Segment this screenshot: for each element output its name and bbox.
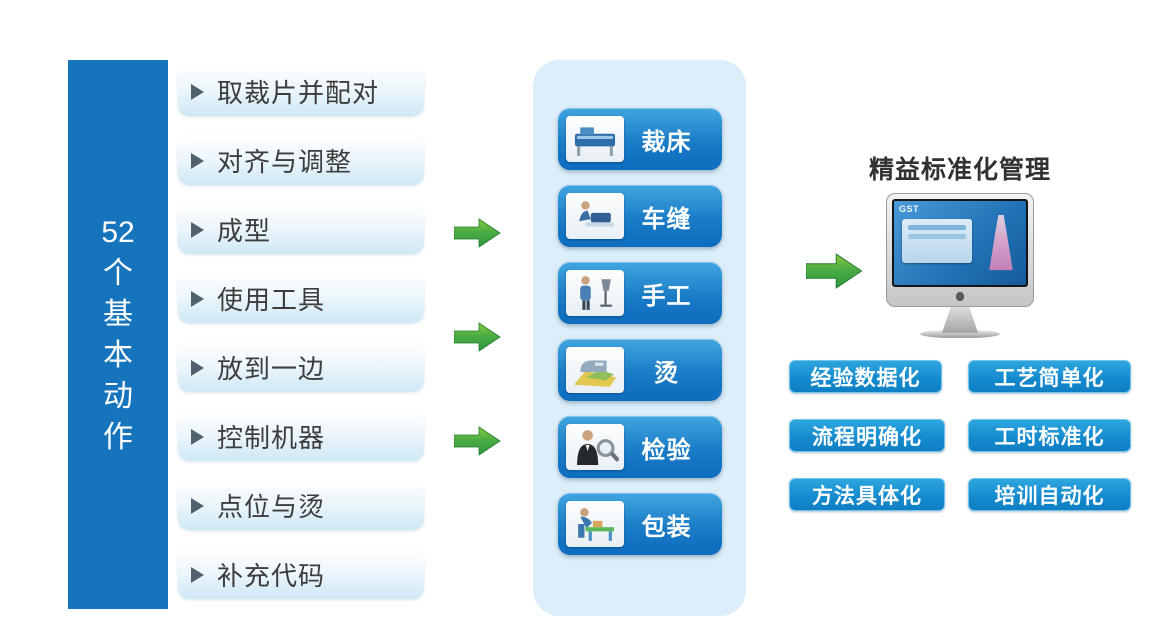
dress-figure [989,215,1013,271]
benefit-button: 流程明确化 [789,419,945,452]
process-item: 车缝 [557,185,722,247]
process-label: 裁床 [641,128,692,156]
bar-char: 基 [103,297,133,331]
process-panel: 裁床 车缝 手工 烫 检验 [533,60,746,616]
action-item: 放到一边 [178,343,424,392]
action-label: 对齐与调整 [217,147,353,177]
process-item: 手工 [557,262,722,324]
bar-char: 本 [103,338,133,372]
process-item: 检验 [557,416,722,478]
process-item: 裁床 [557,108,722,170]
handwork-icon [565,270,624,316]
arrow-bullet-icon [191,359,204,376]
action-item: 成型 [178,205,424,254]
action-item: 点位与烫 [178,481,424,530]
process-label: 车缝 [641,205,692,233]
process-item: 包装 [557,493,722,555]
screen-brand-label: GST [899,204,920,214]
action-label: 点位与烫 [217,492,326,522]
apple-logo-icon [956,291,964,301]
software-window [902,219,972,263]
action-list: 取裁片并配对 对齐与调整 成型 使用工具 放到一边 控制机器 点位与烫 补充代 [178,67,424,599]
action-item: 补充代码 [178,550,424,599]
action-label: 补充代码 [217,561,326,591]
monitor-base [920,330,1000,338]
basic-actions-bar: 52 个 基 本 动 作 [68,60,168,609]
management-title: 精益标准化管理 [868,156,1051,184]
monitor-frame: GST [886,193,1034,307]
bar-char: 动 [103,379,133,413]
process-label: 包装 [641,513,692,541]
arrow-bullet-icon [191,152,204,169]
bar-char: 作 [103,420,133,454]
green-arrow-icon [805,250,864,297]
bar-char: 52 [101,215,135,249]
arrow-bullet-icon [191,428,204,445]
action-label: 取裁片并配对 [217,78,380,108]
benefit-button: 方法具体化 [789,478,945,511]
bar-char: 个 [103,256,133,290]
cutting-bed-icon [565,116,624,162]
action-item: 控制机器 [178,412,424,461]
action-item: 取裁片并配对 [178,67,424,116]
computer-monitor: GST [886,193,1034,338]
action-label: 控制机器 [217,423,326,453]
packaging-icon [565,501,624,547]
benefit-button: 经验数据化 [789,360,942,393]
arrow-bullet-icon [191,83,204,100]
green-arrow-icon [453,216,502,255]
action-label: 使用工具 [217,285,326,315]
process-label: 烫 [654,359,679,387]
ironing-icon [565,347,624,393]
action-label: 成型 [217,216,272,246]
process-label: 检验 [641,436,692,464]
benefit-button: 工艺简单化 [968,360,1131,393]
arrow-bullet-icon [191,290,204,307]
inspection-icon [565,424,624,470]
benefit-button: 培训自动化 [968,478,1131,511]
monitor-screen: GST [892,199,1028,287]
action-item: 使用工具 [178,274,424,323]
arrow-bullet-icon [191,497,204,514]
green-arrow-icon [453,320,502,359]
benefit-button: 工时标准化 [968,419,1131,452]
arrow-bullet-icon [191,221,204,238]
action-item: 对齐与调整 [178,136,424,185]
sewing-icon [565,193,624,239]
action-label: 放到一边 [217,354,326,384]
green-arrow-icon [453,424,502,463]
process-item: 烫 [557,339,722,401]
monitor-chin [892,287,1028,305]
process-label: 手工 [641,282,692,310]
monitor-stand [942,307,978,333]
arrow-bullet-icon [191,566,204,583]
